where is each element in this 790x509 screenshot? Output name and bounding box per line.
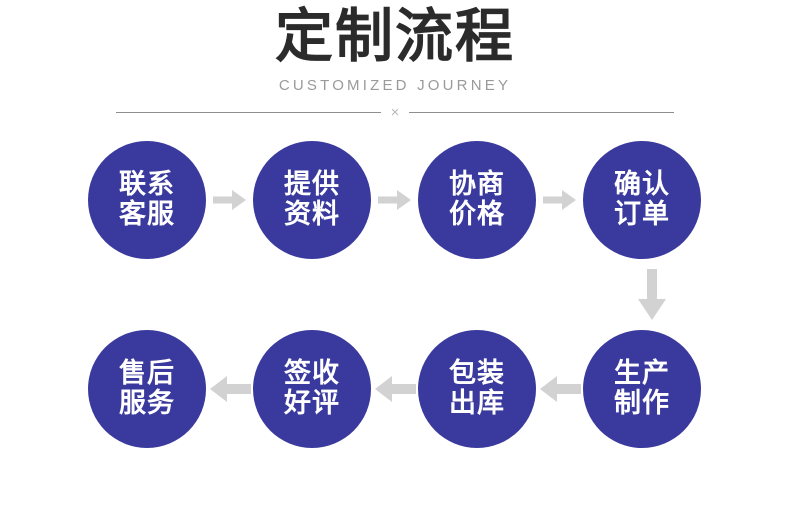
divider-rule-right (409, 111, 675, 113)
node-label-line1: 售后 (119, 357, 175, 389)
node-label-line2: 好评 (284, 388, 340, 419)
node-label-line1: 协商 (449, 168, 505, 200)
flow-node-packaging-shipping[interactable]: 包装 出库 (418, 330, 536, 448)
flow-row-bottom: 售后 服务 签收 好评 包装 出库 生产 制作 (0, 330, 790, 448)
node-label-line1: 生产 (614, 357, 670, 389)
flow-node-contact-support[interactable]: 联系 客服 (88, 141, 206, 259)
divider-rule-left (116, 111, 381, 113)
header: 定制流程 CUSTOMIZED JOURNEY (0, 0, 790, 94)
arrow-right-icon-3 (536, 189, 583, 211)
flow-node-confirm-order[interactable]: 确认 订单 (583, 141, 701, 259)
node-label-line2: 制作 (614, 388, 670, 419)
arrow-left-icon-3 (536, 375, 583, 403)
node-label-line2: 服务 (119, 388, 175, 419)
node-label-line1: 提供 (284, 168, 340, 200)
node-label-line2: 出库 (449, 388, 505, 419)
node-label-line1: 确认 (614, 168, 670, 200)
node-label-line1: 联系 (119, 168, 175, 200)
page-subtitle: CUSTOMIZED JOURNEY (278, 76, 512, 94)
flow-node-provide-materials[interactable]: 提供 资料 (253, 141, 371, 259)
divider-x-icon: × (390, 103, 400, 121)
flow-row-top: 联系 客服 提供 资料 协商 价格 确认 订单 (0, 141, 790, 259)
node-label-line1: 包装 (449, 357, 505, 389)
node-label-line2: 价格 (449, 199, 505, 230)
flow-node-after-sales-service[interactable]: 售后 服务 (88, 330, 206, 448)
flow-node-receipt-review[interactable]: 签收 好评 (253, 330, 371, 448)
arrow-right-icon-2 (371, 189, 418, 211)
arrow-left-icon-1 (206, 375, 253, 403)
node-label-line2: 客服 (119, 199, 175, 230)
divider: × (116, 102, 675, 122)
flow-node-negotiate-price[interactable]: 协商 价格 (418, 141, 536, 259)
node-label-line1: 签收 (284, 357, 340, 389)
arrow-down-icon (634, 266, 670, 324)
page-title: 定制流程 (274, 2, 515, 70)
node-label-line2: 资料 (284, 199, 340, 230)
arrow-right-icon-1 (206, 189, 253, 211)
flow-node-production[interactable]: 生产 制作 (583, 330, 701, 448)
arrow-left-icon-2 (371, 375, 418, 403)
node-label-line2: 订单 (614, 199, 670, 230)
